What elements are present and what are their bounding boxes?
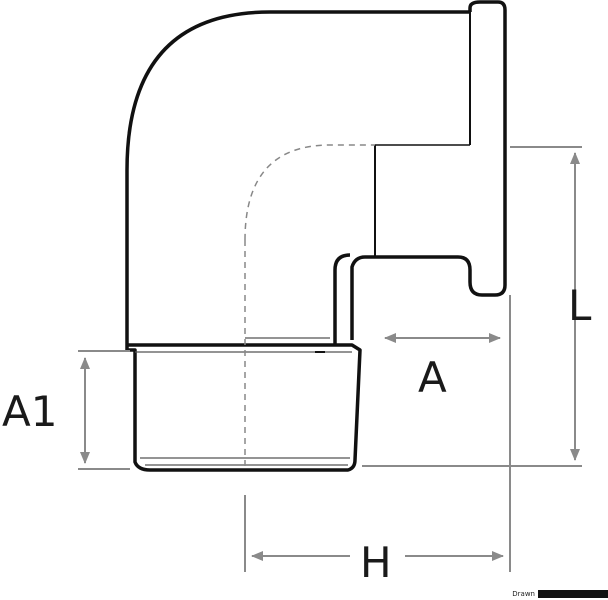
thread-lines	[135, 337, 352, 466]
label-L: L	[568, 281, 592, 330]
drawn-label: Drawn	[512, 590, 535, 598]
label-A: A	[418, 353, 447, 402]
outer-body	[125, 10, 470, 350]
label-H: H	[360, 538, 392, 587]
dimension-lines	[78, 146, 582, 572]
drawn-footer: Drawn	[512, 590, 608, 598]
inner-step	[333, 253, 351, 345]
thread-section	[127, 343, 362, 472]
fitting-outline	[125, 0, 507, 472]
label-A1: A1	[2, 387, 57, 436]
flange	[350, 0, 507, 340]
drawn-bar	[538, 590, 608, 598]
hidden-lines	[244, 144, 375, 470]
